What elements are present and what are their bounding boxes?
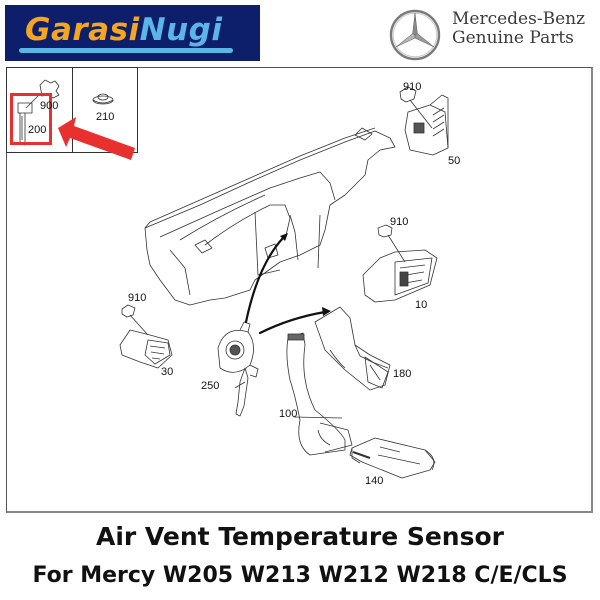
- callout-250: 250: [201, 380, 220, 392]
- callout-910-a: 910: [403, 81, 422, 93]
- parts-diagram-frame: [6, 67, 593, 513]
- logo-swoosh: [19, 48, 233, 53]
- callout-210: 210: [96, 111, 115, 123]
- red-pointer-arrow: [58, 117, 135, 160]
- manufacturer-wordmark: Mercedes-Benz Genuine Parts: [452, 10, 585, 48]
- callout-50: 50: [448, 155, 461, 167]
- callout-910-c: 910: [128, 292, 147, 304]
- callout-900: 900: [40, 100, 59, 112]
- manufacturer-tagline: Genuine Parts: [452, 28, 574, 48]
- product-title: Air Vent Temperature Sensor: [95, 522, 504, 551]
- seller-logo-part2: Nugi: [139, 12, 223, 48]
- inset-box-grommet: [72, 67, 138, 153]
- callout-180: 180: [393, 368, 412, 380]
- seller-logo-part1: Garasi: [25, 12, 140, 48]
- callout-140: 140: [365, 475, 384, 487]
- callout-200: 200: [28, 124, 47, 136]
- callout-10: 10: [415, 299, 428, 311]
- mercedes-star-icon: [389, 9, 441, 61]
- seller-logo: GarasiNugi: [5, 5, 260, 61]
- callout-30: 30: [161, 366, 174, 378]
- manufacturer-name: Mercedes-Benz: [452, 9, 586, 29]
- callout-100: 100: [279, 408, 298, 420]
- highlighted-part-box: [10, 93, 52, 145]
- product-subtitle: For Mercy W205 W213 W212 W218 C/E/CLS: [32, 563, 568, 588]
- callout-910-b: 910: [390, 216, 409, 228]
